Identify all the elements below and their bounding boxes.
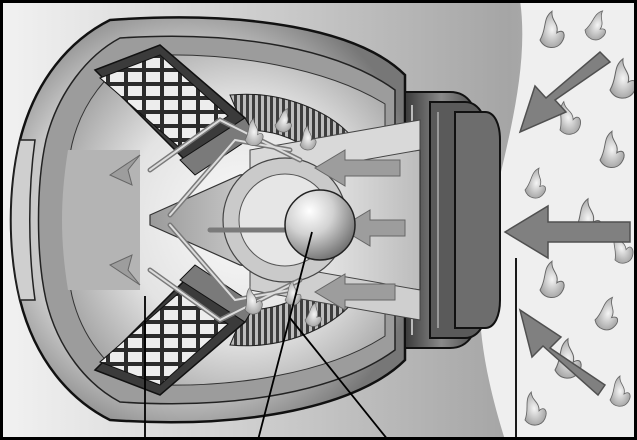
central-sphere bbox=[284, 189, 356, 261]
rear-cavity bbox=[62, 150, 140, 290]
side-wall bbox=[10, 139, 36, 301]
intake-collar bbox=[404, 91, 501, 349]
inflow-arrows bbox=[503, 50, 631, 397]
internal-flow-arrows bbox=[108, 149, 406, 311]
leader-lines bbox=[144, 231, 517, 440]
flame-field bbox=[479, 0, 637, 440]
